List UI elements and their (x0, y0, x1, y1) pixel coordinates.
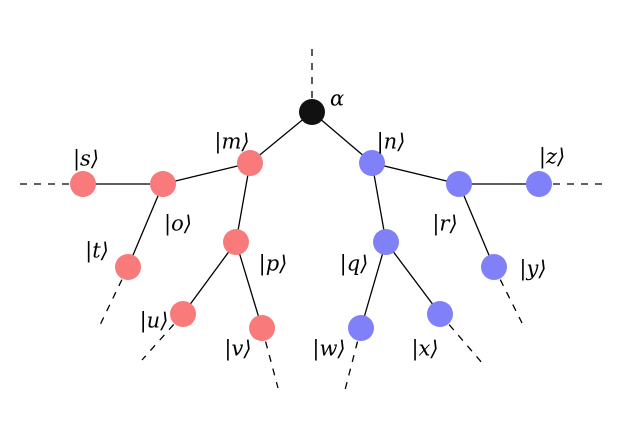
node-m (237, 150, 263, 176)
node-label-t: |t⟩ (85, 239, 109, 264)
node-n (359, 150, 385, 176)
node-label-u: |u⟩ (140, 309, 169, 334)
edges-layer (20, 48, 604, 391)
dangling-edge-u (141, 313, 184, 361)
edge-q-x (385, 241, 441, 315)
node-label-p: |p⟩ (259, 252, 288, 277)
edge-m-o (162, 162, 251, 185)
edge-n-q (371, 162, 387, 243)
node-s (70, 171, 96, 197)
edge-p-u (182, 241, 237, 315)
node-label-alpha: α (330, 87, 344, 111)
node-label-s: |s⟩ (73, 147, 99, 172)
edge-alpha-m (249, 111, 313, 164)
node-p (223, 229, 249, 255)
node-label-r: |r⟩ (432, 212, 457, 237)
dangling-edge-y (493, 266, 523, 324)
dangling-edge-v (261, 327, 279, 389)
node-label-q: |q⟩ (340, 252, 369, 277)
node-label-y: |y⟩ (519, 257, 546, 282)
dangling-edge-w (344, 327, 362, 391)
node-x (427, 301, 453, 327)
node-t (115, 254, 141, 280)
node-label-m: |m⟩ (214, 130, 249, 155)
node-label-o: |o⟩ (164, 212, 192, 237)
node-v (249, 315, 275, 341)
edge-o-t (127, 183, 164, 268)
edge-n-r (371, 162, 460, 185)
node-r (446, 171, 472, 197)
node-w (348, 315, 374, 341)
node-label-z: |z⟩ (539, 145, 565, 170)
node-o (150, 171, 176, 197)
dangling-edge-x (439, 313, 484, 365)
node-z (526, 171, 552, 197)
node-q (373, 229, 399, 255)
dangling-edge-t (99, 266, 129, 326)
node-alpha (299, 99, 325, 125)
node-y (481, 254, 507, 280)
node-label-v: |v⟩ (224, 337, 251, 362)
edge-p-v (235, 241, 263, 329)
edge-q-w (360, 241, 387, 329)
node-label-n: |n⟩ (377, 130, 406, 155)
edge-alpha-n (311, 111, 373, 164)
node-label-x: |x⟩ (411, 337, 438, 362)
edge-r-y (458, 183, 495, 268)
labels-layer: α |m⟩ |o⟩ |s⟩ |t⟩ |p⟩ |u⟩ |v⟩ |n⟩ |q⟩ |w⟩ |x⟩ |r⟩ |z⟩… (73, 87, 565, 362)
nodes-layer (70, 99, 552, 341)
node-label-w: |w⟩ (312, 337, 345, 362)
edge-m-p (235, 162, 251, 243)
node-u (170, 301, 196, 327)
